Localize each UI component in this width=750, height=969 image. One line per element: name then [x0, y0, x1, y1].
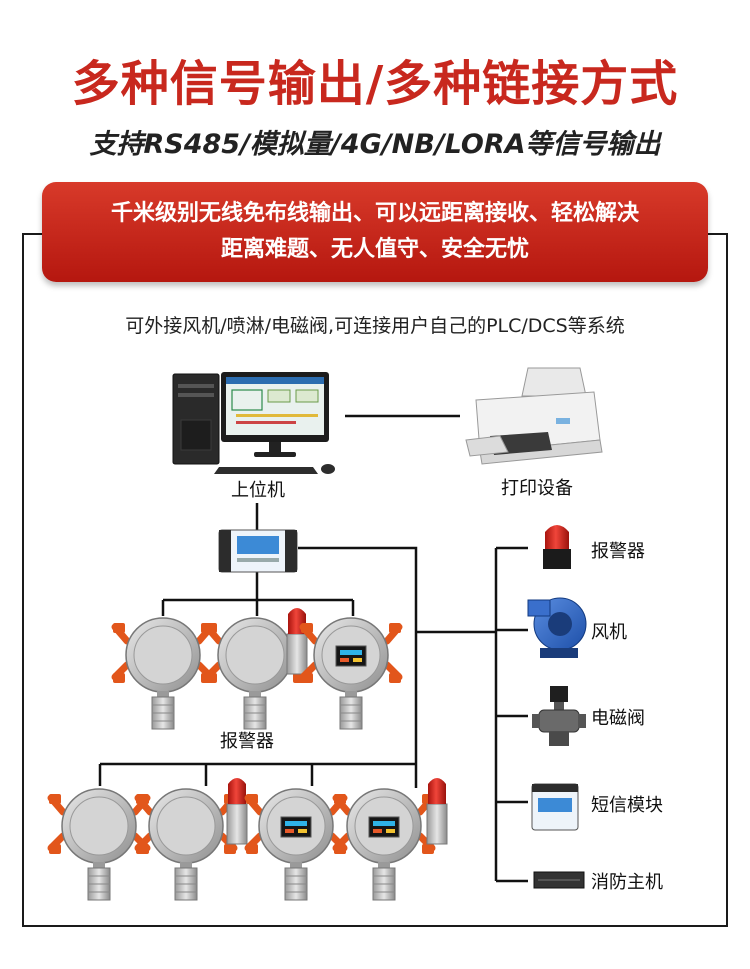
page-subtitle: 支持RS485/模拟量/4G/NB/LORA等信号输出 [89, 129, 661, 160]
page-title: 多种信号输出/多种链接方式 [71, 56, 679, 112]
gas-detector-6 [246, 789, 346, 900]
fire-host-icon [533, 871, 585, 889]
feature-banner: 千米级别无线免布线输出、可以远距离接收、轻松解决 距离难题、无人值守、安全无忧 [42, 182, 708, 282]
gas-detector-3 [301, 618, 401, 729]
connection-description: 可外接风机/喷淋/电磁阀,可连接用户自己的PLC/DCS等系统 [125, 315, 625, 337]
host-pc-icon [172, 372, 335, 474]
printer-label: 打印设备 [501, 478, 573, 499]
alarm-light-1 [286, 607, 308, 675]
host-pc-label: 上位机 [231, 480, 285, 501]
sms-module-icon [531, 783, 579, 831]
output-label-valve: 电磁阀 [591, 708, 645, 729]
alarm-light-2 [226, 777, 248, 845]
output-label-alarm: 报警器 [591, 541, 645, 562]
communication-module-icon [218, 529, 298, 573]
alarm-light-3 [426, 777, 448, 845]
banner-line-1: 千米级别无线免布线输出、可以远距离接收、轻松解决 [110, 201, 639, 226]
printer-icon [465, 367, 603, 465]
solenoid-valve-icon [532, 686, 586, 746]
output-label-sms: 短信模块 [591, 795, 663, 816]
gas-detector-4 [49, 789, 149, 900]
connection-lines [98, 414, 528, 883]
gas-detector-1 [113, 618, 213, 729]
alarm-siren-icon [543, 525, 571, 569]
output-label-fire-host: 消防主机 [591, 872, 663, 893]
output-label-fan: 风机 [591, 622, 627, 643]
fan-icon [527, 597, 587, 658]
gas-detector-5 [136, 789, 236, 900]
gas-detector-7 [334, 789, 434, 900]
alarm-group-label: 报警器 [220, 731, 274, 752]
banner-line-2: 距离难题、无人值守、安全无忧 [220, 237, 529, 262]
